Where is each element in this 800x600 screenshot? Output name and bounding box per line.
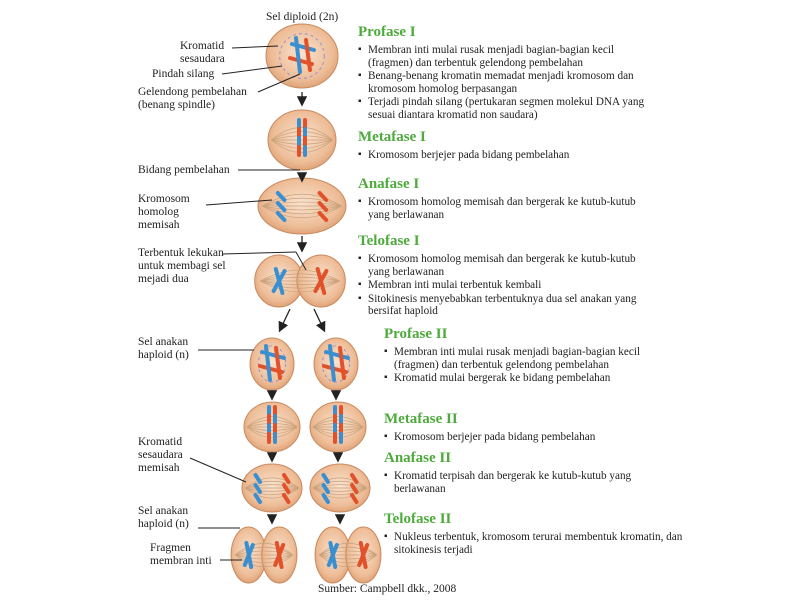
stage-metafase-2: Metafase II Kromosom berjejer pada bidan…	[384, 411, 684, 445]
arrow-5	[313, 308, 326, 333]
stage-item: Kromosom berjejer pada bidang pembelahan	[358, 149, 658, 162]
cells-layer	[230, 23, 382, 584]
stage-item: Terjadi pindah silang (pertukaran segmen…	[358, 96, 658, 121]
stage-telofase-2: Telofase II Nukleus terbentuk, kromosom …	[384, 511, 684, 557]
stage-item: Kromatid terpisah dan bergerak ke kutub-…	[384, 470, 684, 495]
stage-item: Sitokinesis menyebabkan terbentuknya dua…	[358, 293, 658, 318]
stage-profase-2: Profase II Membran inti mulai rusak menj…	[384, 326, 684, 386]
stage-item: Kromosom homolog memisah dan bergerak ke…	[358, 253, 658, 278]
leader-homolog	[205, 199, 273, 206]
stage-anafase-1: Anafase I Kromosom homolog memisah dan b…	[358, 176, 658, 222]
source-caption: Sumber: Campbell dkk., 2008	[318, 583, 457, 595]
cell-metafase-2-left	[243, 401, 301, 453]
stage-item: Kromatid mulai bergerak ke bidang pembel…	[384, 372, 684, 385]
cell-metafase-1	[267, 109, 337, 171]
cell-telofase-2-left	[230, 526, 298, 584]
arrows	[266, 92, 346, 525]
stage-title: Profase I	[358, 24, 416, 40]
stage-item: Membran inti mulai rusak menjadi bagian-…	[384, 346, 684, 371]
stage-title: Anafase I	[358, 176, 420, 192]
cell-telofase-1	[254, 254, 346, 308]
stage-item: Membran inti mulai terbentuk kembali	[358, 279, 658, 292]
cell-metafase-2-right	[309, 401, 367, 453]
stage-item: Kromosom homolog memisah dan bergerak ke…	[358, 196, 658, 221]
leader-pindah-silang	[221, 65, 283, 75]
leader-lines	[189, 45, 307, 561]
cell-profase-2-right	[313, 337, 359, 391]
stage-title: Telofase II	[384, 511, 452, 527]
leader-kromatid-memisah	[189, 457, 247, 483]
arrow-4	[278, 308, 291, 333]
cell-profase-1	[265, 23, 339, 89]
label-pindah-silang: Pindah silang	[152, 68, 215, 80]
label-bidang-pembelahan: Bidang pembelahan	[138, 164, 230, 176]
stage-item: Kromosom berjejer pada bidang pembelahan	[384, 431, 684, 444]
cell-telofase-2-right	[314, 526, 382, 584]
leader-gelendong	[257, 73, 301, 93]
cell-anafase-2-right	[309, 463, 371, 513]
cell-anafase-2-left	[241, 463, 303, 513]
stage-profase-1: Profase I Membran inti mulai rusak menja…	[358, 24, 658, 123]
stage-item: Membran inti mulai rusak menjadi bagian-…	[358, 44, 658, 69]
stage-item: Benang-benang kromatin memadat menjadi k…	[358, 70, 658, 95]
cell-anafase-1	[257, 177, 347, 235]
leader-lekukan-2	[295, 251, 307, 271]
stage-metafase-1: Metafase I Kromosom berjejer pada bidang…	[358, 129, 658, 163]
stage-title: Metafase II	[384, 411, 458, 427]
cell-profase-2-left	[249, 337, 295, 391]
leader-kromatid	[231, 45, 279, 49]
stage-anafase-2: Anafase II Kromatid terpisah dan bergera…	[384, 450, 684, 496]
stage-title: Metafase I	[358, 129, 426, 145]
stage-title: Anafase II	[384, 450, 452, 466]
stage-telofase-1: Telofase I Kromosom homolog memisah dan …	[358, 233, 658, 319]
label-gelendong: Gelendong pembelahan(benang spindle)	[138, 86, 247, 111]
leader-lekukan	[221, 251, 297, 255]
stage-item: Nukleus terbentuk, kromosom terurai memb…	[384, 531, 684, 556]
stage-title: Profase II	[384, 326, 448, 342]
title-label: Sel diploid (2n)	[266, 11, 339, 23]
stage-title: Telofase I	[358, 233, 420, 249]
